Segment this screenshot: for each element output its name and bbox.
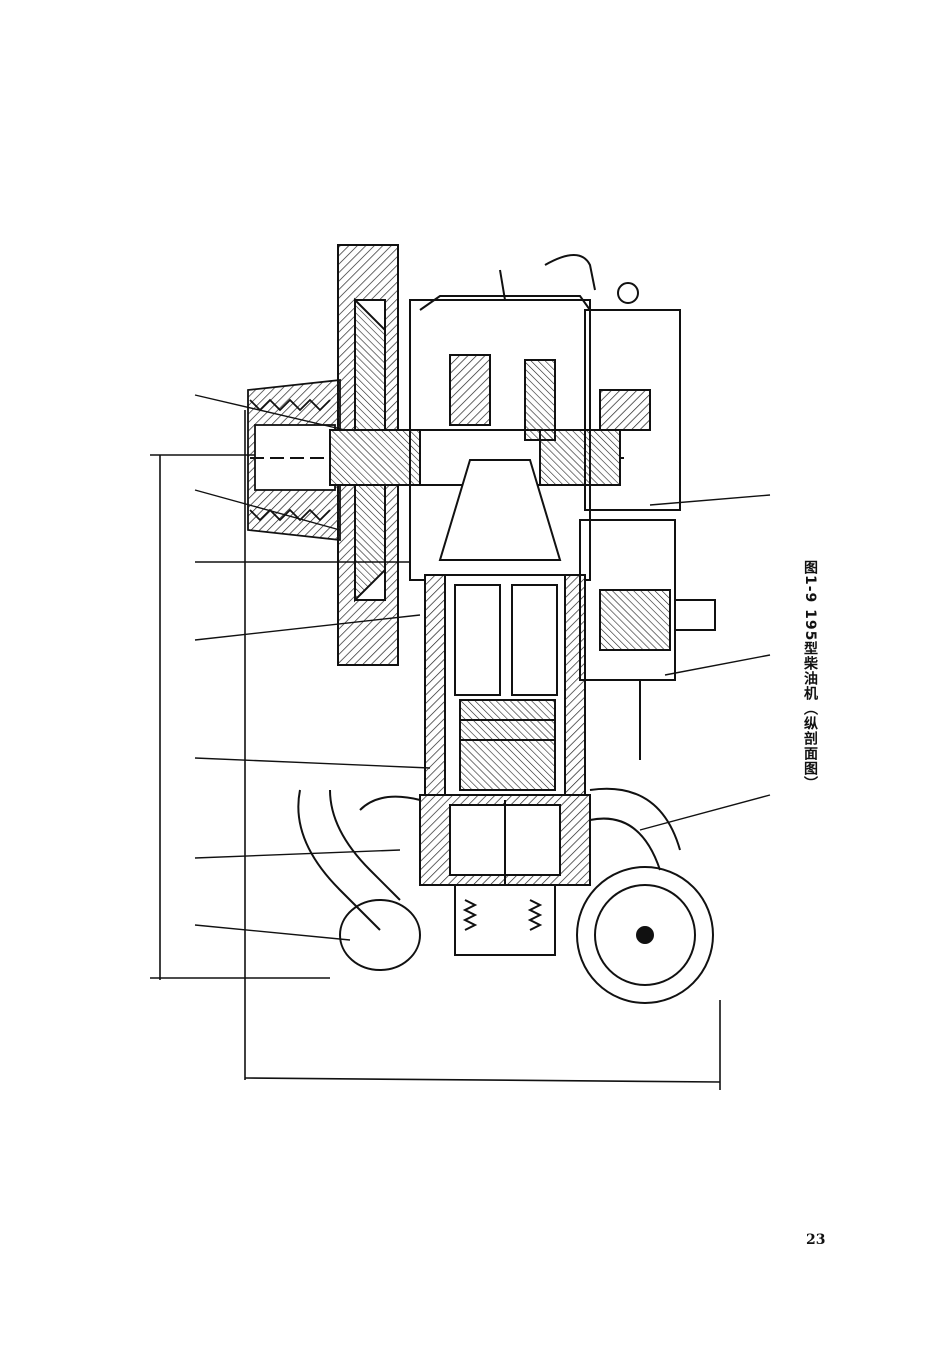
crankcase bbox=[409, 295, 681, 581]
page-number: 23 bbox=[806, 1232, 826, 1248]
crankshaft bbox=[250, 429, 630, 561]
intake-exhaust-manifold bbox=[297, 787, 681, 971]
fuel-injection-pump bbox=[579, 519, 716, 760]
callout-leader-lines bbox=[194, 394, 771, 941]
cylinder-block bbox=[424, 574, 586, 796]
dimension-lines bbox=[150, 410, 721, 1090]
cylinder-head bbox=[419, 794, 591, 956]
belt-pulley bbox=[247, 378, 341, 542]
figure-caption: 图1-9 195型柴油机（纵剖面图） bbox=[802, 560, 818, 792]
fuel-pipe bbox=[499, 254, 639, 304]
air-filter bbox=[576, 866, 714, 1004]
